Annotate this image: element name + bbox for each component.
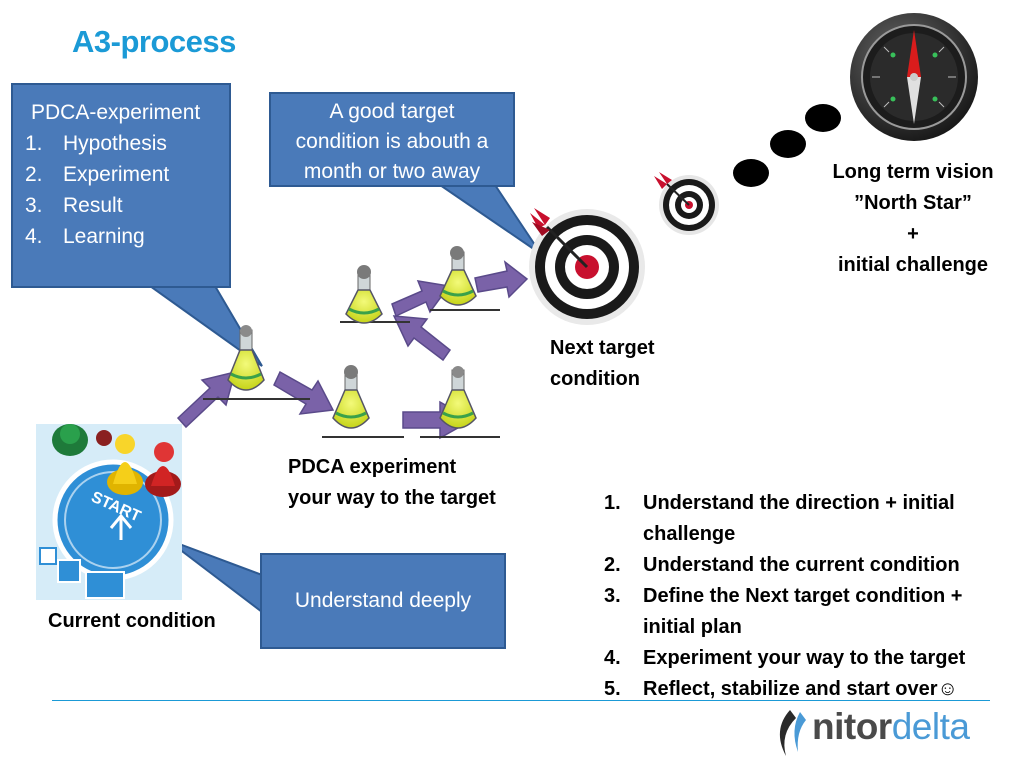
list-number: 2. (604, 554, 621, 576)
list-item: 5. Reflect, stabilize and start over☺ (604, 674, 1018, 705)
target-callout-line: A good target (329, 100, 455, 123)
list-number: 4. (604, 647, 621, 669)
list-text: Experiment (63, 163, 170, 186)
compass-icon (850, 13, 978, 141)
step-line: Define the Next target condition + (643, 585, 963, 607)
vision-label: Long term vision ”North Star” + initial … (815, 157, 1011, 281)
list-text: Reflect, stabilize and start over☺ (643, 674, 958, 705)
step-line: challenge (643, 523, 736, 545)
board-game-start-icon: START (36, 424, 182, 600)
list-number: 2. (25, 163, 43, 186)
label-line: + (907, 223, 919, 245)
step-line: Understand the current condition (643, 554, 960, 576)
flask-icon (203, 325, 310, 400)
arrow-up-left-1 (392, 315, 452, 362)
list-number: 1. (604, 492, 621, 514)
path-dot (805, 104, 841, 132)
label-line: ”North Star” (854, 192, 972, 214)
flask-icon (322, 365, 404, 438)
path-dot (733, 159, 769, 187)
list-item: 1. Understand the direction + initial ch… (604, 488, 1018, 550)
step-line: Reflect, stabilize and start over☺ (643, 678, 958, 700)
list-item: 4. Learning (25, 221, 221, 252)
list-item: 4. Experiment your way to the target (604, 643, 1018, 674)
pdca-callout: PDCA-experiment 1. Hypothesis 2. Experimen… (11, 83, 231, 288)
current-condition-label: Current condition (48, 610, 216, 632)
list-item: 3. Result (25, 190, 221, 221)
logo-light-text: delta (891, 706, 970, 747)
nitor-delta-logo: nitordelta (772, 706, 970, 748)
step-line: Understand the direction + initial (643, 492, 955, 514)
list-text: Result (63, 194, 123, 217)
list-item: 2. Understand the current condition (604, 550, 1018, 581)
flask-icon (420, 366, 500, 438)
list-text: Understand the direction + initial chall… (643, 488, 955, 550)
arrow-up-right-1 (391, 280, 451, 318)
flask-icon (340, 265, 410, 324)
steps-list: 1. Understand the direction + initial ch… (604, 488, 1018, 705)
nitor-flame-icon (779, 710, 806, 756)
step-line: initial plan (643, 616, 742, 638)
list-item: 3. Define the Next target condition + in… (604, 581, 1018, 643)
logo-bold-text: nitor (812, 706, 892, 747)
list-text: Hypothesis (63, 132, 167, 155)
target-callout-line: condition is abouth a (295, 130, 489, 153)
list-number: 3. (604, 585, 621, 607)
label-line: PDCA experiment (288, 456, 457, 478)
list-number: 1. (25, 132, 43, 155)
flask-icon (430, 246, 500, 311)
list-text: Understand the current condition (643, 550, 960, 581)
label-line: Next target (550, 337, 655, 359)
target-callout: A good target condition is abouth a mont… (269, 92, 515, 187)
label-line: condition (550, 368, 640, 390)
list-text: Learning (63, 225, 145, 248)
pdca-caption: PDCA-experiment (31, 101, 201, 124)
step-line: Experiment your way to the target (643, 647, 966, 669)
footer-divider (52, 700, 990, 701)
list-number: 5. (604, 678, 621, 700)
arrow-right-2 (474, 260, 529, 299)
list-number: 3. (25, 194, 43, 217)
path-dot (770, 130, 806, 158)
label-line: initial challenge (837, 254, 989, 276)
logo-wordmark: nitordelta (812, 706, 970, 748)
target-callout-pointer (436, 184, 542, 255)
dartboard-icon (654, 172, 719, 235)
list-item: 2. Experiment (25, 159, 221, 190)
pdca-way-label: PDCA experiment your way to the target (288, 452, 496, 514)
label-line: Long term vision (832, 161, 994, 183)
understand-text: Understand deeply (294, 589, 472, 612)
dartboard-icon (529, 208, 645, 325)
understand-callout: Understand deeply (260, 553, 506, 649)
target-callout-line: month or two away (303, 160, 481, 183)
arrow-down-1 (273, 370, 335, 415)
list-text: Experiment your way to the target (643, 643, 965, 674)
list-item: 1. Hypothesis (25, 128, 221, 159)
next-target-label: Next target condition (550, 333, 654, 395)
pdca-list: 1. Hypothesis 2. Experiment 3. Result 4. Lea… (25, 128, 221, 252)
slide-title: A3-process (72, 24, 236, 59)
list-text: Define the Next target condition + initi… (643, 581, 962, 643)
list-number: 4. (25, 225, 43, 248)
label-line: your way to the target (288, 487, 496, 509)
